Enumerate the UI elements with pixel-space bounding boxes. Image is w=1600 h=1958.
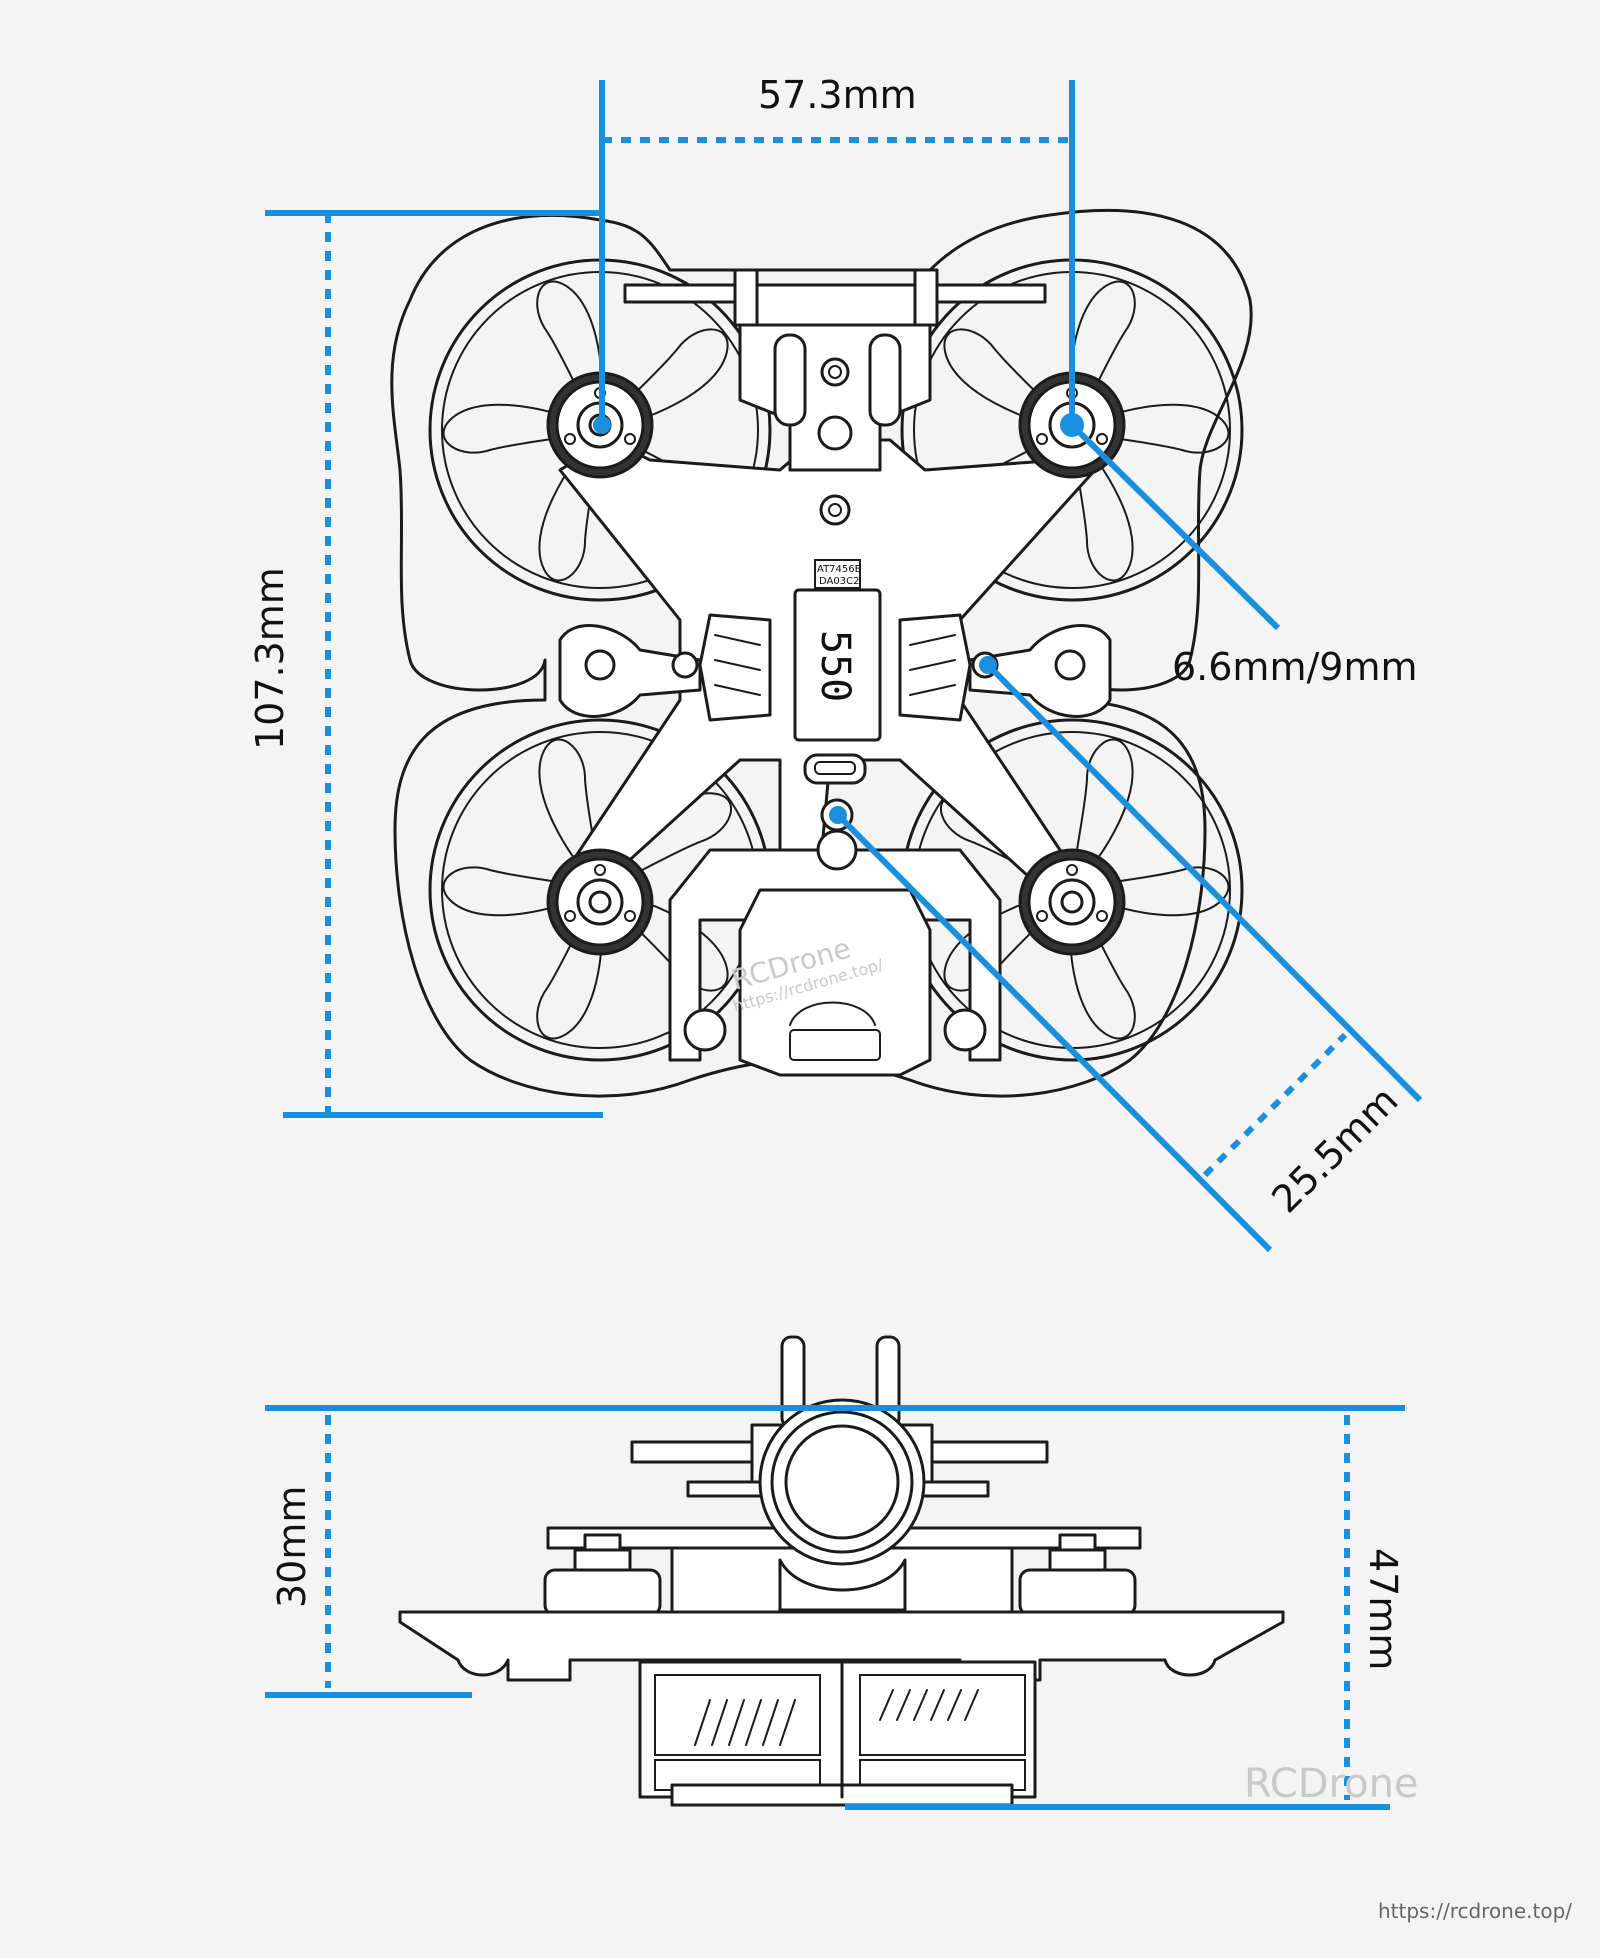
chip-label-1: AT7456E xyxy=(817,564,861,575)
center-capacitor xyxy=(793,588,882,742)
dim-motor-mount: 6.6mm/9mm xyxy=(1172,645,1417,689)
side-motor-right xyxy=(1018,1568,1137,1617)
top-view-drawing: 550 AT7456E DA03C2 xyxy=(390,208,1253,1098)
frame-duct-outline xyxy=(390,208,1253,1098)
footer-url: https://rcdrone.top/ xyxy=(1378,1899,1572,1923)
chip-label-2: DA03C2 xyxy=(819,576,859,587)
side-arm-right xyxy=(968,624,1112,718)
esc-label: 550 xyxy=(812,630,858,702)
left-component xyxy=(698,613,772,722)
dim-frame-width: 25.5mm xyxy=(1263,1078,1406,1221)
dim-total-height: 47mm xyxy=(1361,1548,1405,1670)
antenna-post-left xyxy=(733,268,759,327)
side-view-dimensions: 30mm 47mm xyxy=(265,1405,1405,1810)
front-screw-2 xyxy=(817,415,853,451)
antenna-right-tube xyxy=(868,333,902,427)
motor-rear-right xyxy=(1018,848,1126,956)
side-motor-left xyxy=(543,1568,662,1617)
antenna-post-right xyxy=(913,268,939,327)
rear-camera xyxy=(738,888,932,1077)
dim-lower-height: 30mm xyxy=(270,1486,314,1608)
side-view-drawing xyxy=(398,1335,1285,1807)
watermark-corner-brand: RCDrone xyxy=(1244,1761,1419,1807)
motor-rear-left xyxy=(546,848,654,956)
dim-motor-spacing: 57.3mm xyxy=(758,73,917,117)
chip xyxy=(814,559,861,589)
antenna-left-tube xyxy=(773,333,807,427)
rear-screw-2 xyxy=(816,829,858,871)
right-component xyxy=(898,613,972,722)
side-arm-left xyxy=(558,624,702,718)
mid-screw-inner xyxy=(828,503,842,517)
antenna-bar xyxy=(623,283,1047,327)
dim-height: 107.3mm xyxy=(248,567,292,750)
camera-lens-inner xyxy=(784,1424,900,1540)
front-screw-1-inner xyxy=(828,365,842,379)
